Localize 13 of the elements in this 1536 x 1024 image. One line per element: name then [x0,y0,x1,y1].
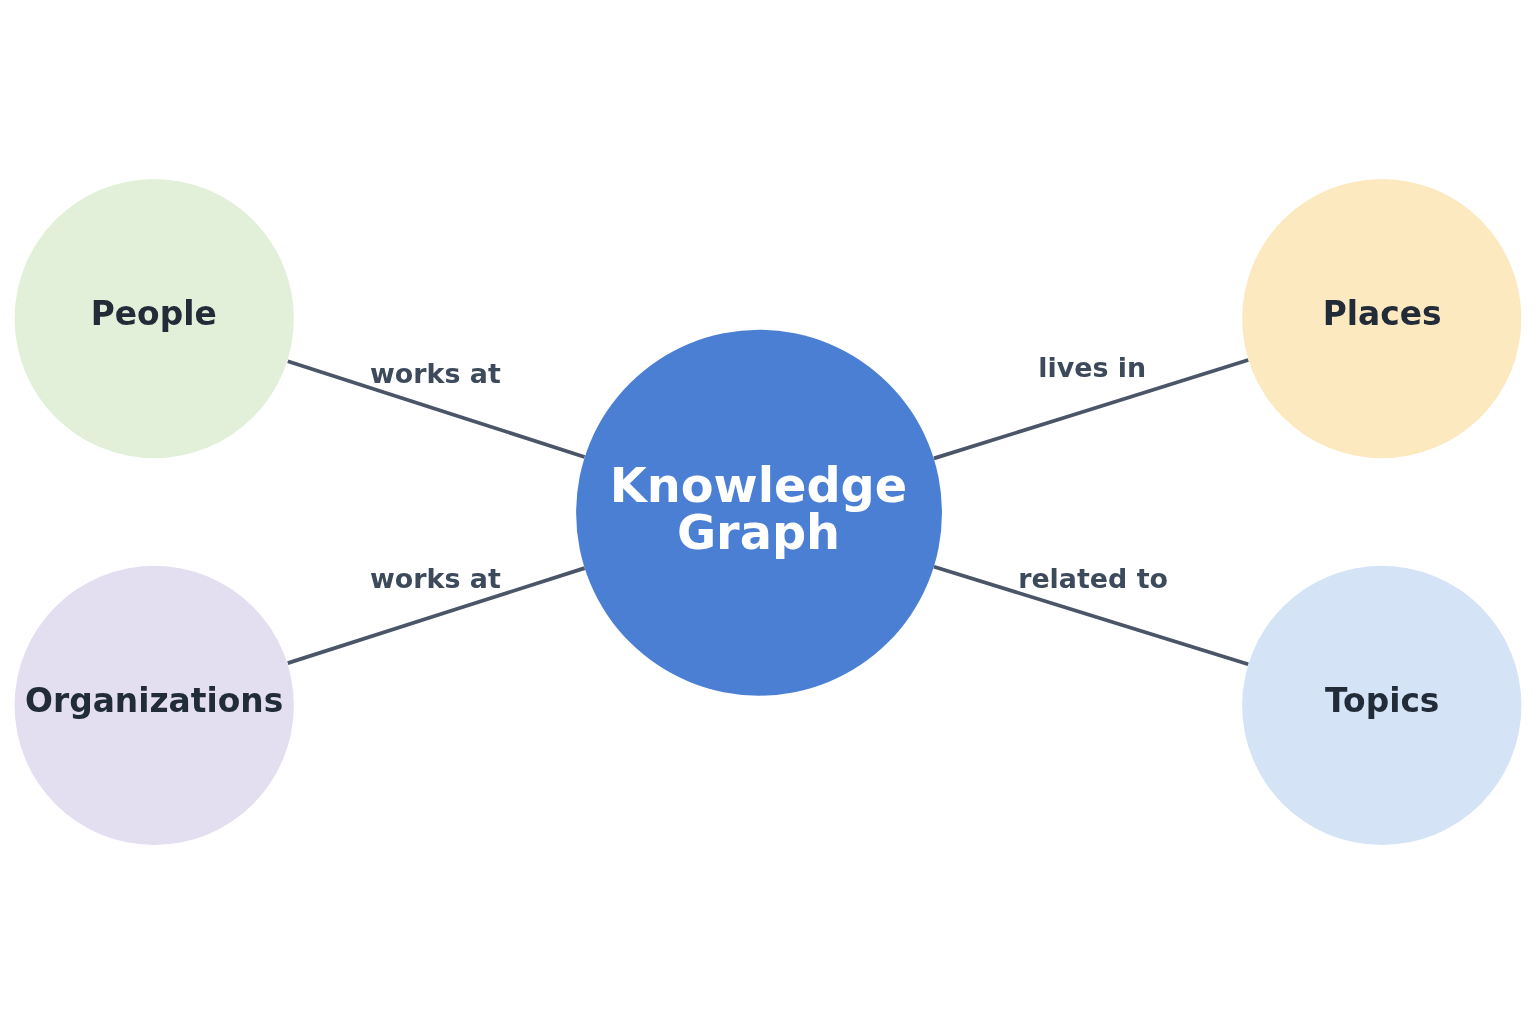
edge-label: lives in [1038,352,1147,384]
edge-label: works at [370,563,501,595]
node-circle: People [14,178,294,459]
connector [933,358,1249,461]
node-circle: Organizations [14,565,294,846]
node-circle: Topics [1242,565,1522,846]
connector [287,566,586,665]
connector [933,564,1249,667]
node-circle: Knowledge Graph [576,329,942,696]
connector [287,359,586,459]
node-circle: Places [1242,178,1522,459]
edge-label: related to [1018,563,1168,595]
edge-label: works at [370,358,501,390]
